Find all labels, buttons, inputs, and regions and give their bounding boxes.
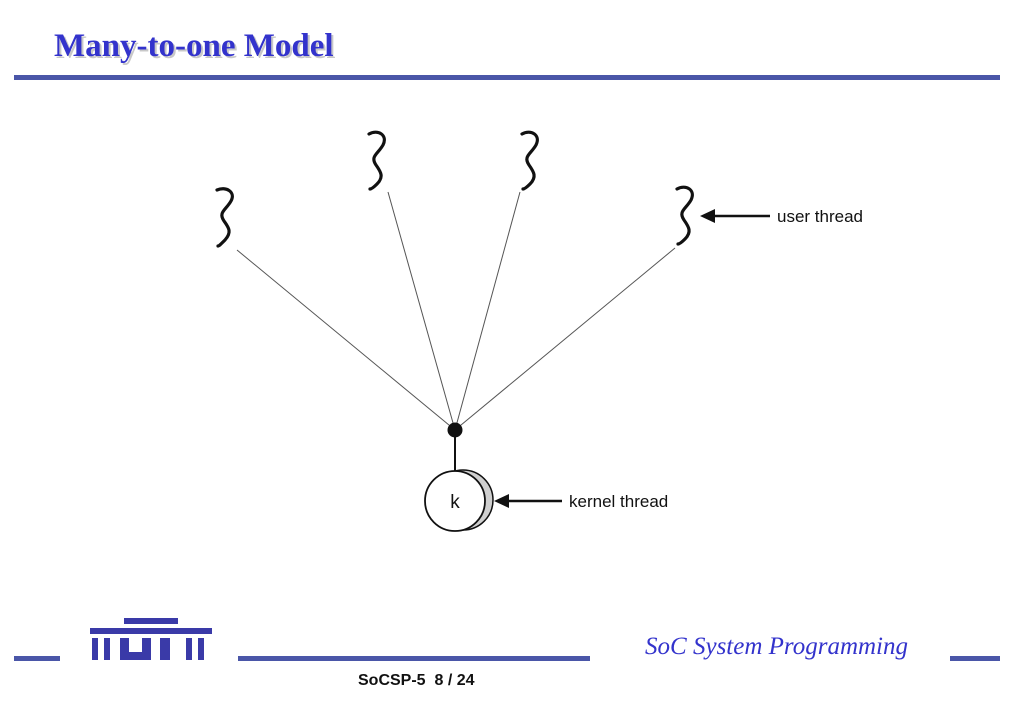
title-divider	[14, 75, 1000, 80]
page-label: SoCSP-5	[358, 672, 426, 689]
footer-rule-right	[950, 656, 1000, 661]
connector-line-3	[454, 191, 521, 431]
connector-line-1	[236, 249, 456, 431]
tut-logo-icon	[90, 618, 212, 660]
user-thread-squiggle-4	[675, 185, 694, 246]
user-thread-arrow	[700, 209, 770, 223]
footer-rule-middle	[238, 656, 590, 661]
slide-title: Many-to-one Model	[54, 28, 334, 64]
connector-line-2	[387, 191, 456, 431]
connector-line-4	[454, 247, 676, 431]
kernel-thread-label: kernel thread	[569, 492, 668, 511]
user-thread-squiggle-1	[215, 187, 234, 248]
page-number: 8 / 24	[434, 672, 475, 689]
user-thread-squiggle-3	[520, 130, 539, 191]
user-thread-squiggle-2	[367, 130, 386, 191]
kernel-thread-arrow	[494, 494, 562, 508]
thread-connectors	[236, 191, 676, 431]
user-thread-label: user thread	[777, 207, 863, 226]
course-title: SoC System Programming	[645, 633, 908, 660]
footer-rule-left	[14, 656, 60, 661]
kernel-symbol: k	[450, 492, 460, 513]
page-indicator: SoCSP-5 8 / 24	[358, 672, 475, 690]
kernel-thread-node: k	[424, 469, 494, 532]
